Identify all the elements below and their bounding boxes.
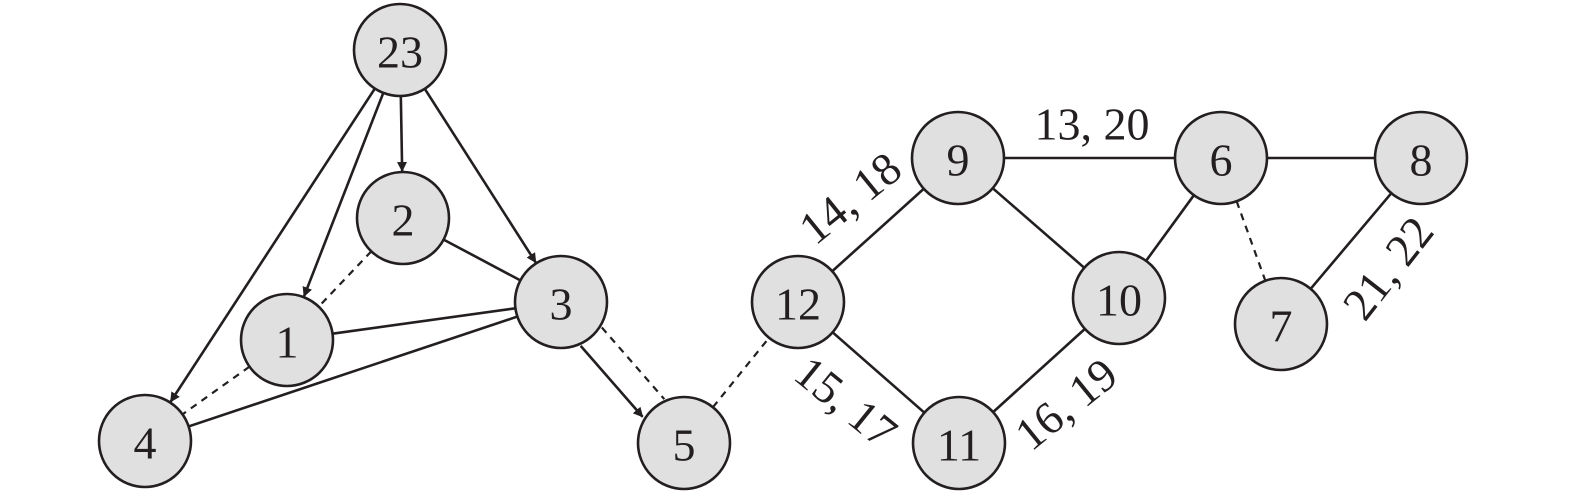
edge-6-7-dashed: [1235, 200, 1267, 282]
edge-11-10: [992, 327, 1086, 414]
node-10: 10: [1071, 250, 1167, 346]
edge-label-11-10: 16, 19: [1005, 348, 1126, 460]
node-label-3: 3: [550, 279, 573, 330]
node-2: 2: [355, 170, 451, 266]
edge-label-12-9: 14, 18: [789, 142, 910, 254]
node-label-8: 8: [1410, 135, 1433, 186]
edge-4-3: [188, 315, 518, 428]
node-label-12: 12: [775, 279, 821, 330]
node-label-9: 9: [947, 135, 970, 186]
edge-label-9-6: 13, 20: [1035, 99, 1150, 150]
edge-7-8: [1309, 192, 1393, 290]
node-label-11: 11: [937, 420, 981, 471]
node-23: 23: [352, 2, 448, 98]
node-label-4: 4: [134, 418, 157, 469]
edges-layer: [169, 87, 1393, 428]
edge-23-1: [302, 92, 385, 298]
edge-2-3: [443, 238, 521, 282]
edge-23-3: [423, 88, 537, 264]
node-circle-10: [1071, 250, 1167, 346]
edge-10-6: [1145, 194, 1195, 262]
edge-2-1-dashed: [317, 250, 373, 308]
node-circle-5: [636, 395, 732, 491]
edge-3-5: [579, 345, 644, 418]
node-label-1: 1: [276, 317, 299, 368]
nodes-layer: 23 2 1 3 4 5 12 9 11 10 6 8 7: [97, 2, 1469, 491]
node-circle-9: [910, 110, 1006, 206]
node-circle-23: [352, 2, 448, 98]
node-1: 1: [239, 292, 335, 388]
node-circle-4: [97, 393, 193, 489]
node-9: 9: [910, 110, 1006, 206]
node-circle-8: [1373, 110, 1469, 206]
node-6: 6: [1173, 110, 1269, 206]
node-circle-7: [1233, 276, 1329, 372]
node-label-10: 10: [1096, 275, 1142, 326]
node-circle-1: [239, 292, 335, 388]
node-3: 3: [513, 254, 609, 350]
node-7: 7: [1233, 276, 1329, 372]
node-4: 4: [97, 393, 193, 489]
node-11: 11: [911, 395, 1007, 491]
edge-1-3: [332, 307, 516, 335]
node-label-23: 23: [377, 27, 423, 78]
edge-5-12-dashed: [712, 337, 770, 408]
edge-1-4-dashed: [181, 365, 251, 416]
edge-23-2: [397, 95, 407, 173]
edge-12-9: [831, 187, 925, 273]
edge-label-7-8: 21, 22: [1333, 207, 1444, 329]
edge-12-11: [831, 331, 926, 414]
node-8: 8: [1373, 110, 1469, 206]
node-circle-3: [513, 254, 609, 350]
node-circle-11: [911, 395, 1007, 491]
node-5: 5: [636, 395, 732, 491]
edge-3-5-dashed: [600, 326, 666, 400]
node-label-7: 7: [1270, 301, 1293, 352]
node-circle-12: [750, 254, 846, 350]
node-circle-6: [1173, 110, 1269, 206]
edge-23-4: [169, 87, 376, 403]
edge-9-10: [991, 187, 1086, 269]
node-label-2: 2: [392, 195, 415, 246]
node-label-6: 6: [1210, 135, 1233, 186]
node-circle-2: [355, 170, 451, 266]
node-12: 12: [750, 254, 846, 350]
node-label-5: 5: [673, 420, 696, 471]
edge-label-12-11: 15, 17: [785, 346, 906, 458]
